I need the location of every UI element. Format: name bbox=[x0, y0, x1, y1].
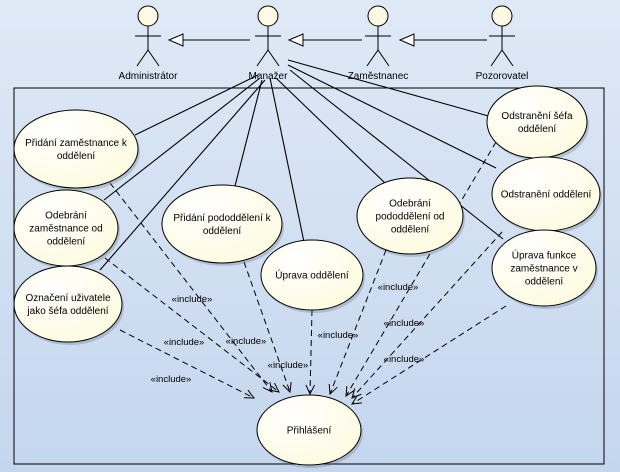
association-line bbox=[275, 77, 387, 185]
use-case-uc9[interactable]: Úprava funkce zaměstnance v oddělení bbox=[491, 229, 598, 309]
association-line bbox=[287, 64, 497, 169]
association-line bbox=[269, 77, 305, 243]
use-case-uc7[interactable]: Odstranění šéfa oddělení bbox=[486, 85, 589, 161]
use-case-uc3[interactable]: Označení uživatele jako šéfa oddělení bbox=[13, 265, 124, 345]
use-case-ellipse bbox=[13, 265, 123, 343]
use-case-uc8[interactable]: Odstranění oddělení bbox=[491, 156, 602, 234]
use-case-label: Odebrání bbox=[389, 199, 431, 210]
use-case-label: oddělení bbox=[203, 226, 242, 237]
actor-head bbox=[137, 5, 159, 27]
association-line bbox=[234, 79, 263, 187]
use-case-uc1[interactable]: Přidání zaměstnance k oddělení bbox=[13, 109, 140, 191]
include-arrowhead bbox=[305, 384, 316, 396]
use-case-label: oddělení bbox=[47, 237, 86, 248]
actor-employee[interactable]: Zaměstnanec bbox=[348, 5, 409, 82]
use-case-label: Označení uživatele bbox=[25, 293, 110, 304]
actor-head bbox=[257, 5, 279, 27]
use-case-ellipse bbox=[13, 109, 139, 189]
include-dependency-line bbox=[351, 305, 507, 405]
use-case-label: Přidání pododdělení k bbox=[173, 213, 271, 224]
use-case-label: oddělení bbox=[391, 225, 430, 236]
include-dependency-line bbox=[309, 309, 313, 395]
association-line bbox=[287, 59, 493, 118]
association-line bbox=[289, 69, 504, 240]
include-arrowhead bbox=[351, 388, 362, 399]
include-label: «include» bbox=[172, 294, 213, 305]
association-line bbox=[99, 79, 266, 271]
actor-observer[interactable]: Pozorovatel bbox=[476, 5, 529, 82]
actor-name: Zaměstnanec bbox=[348, 71, 409, 82]
use-case-ellipse bbox=[491, 229, 597, 307]
use-case-uc4[interactable]: Přidání pododdělení k oddělení bbox=[161, 184, 284, 266]
include-dependency-line bbox=[345, 141, 497, 397]
include-arrowhead bbox=[345, 385, 355, 397]
use-case-label: Odstranění oddělení bbox=[501, 190, 592, 201]
include-dependency-line bbox=[119, 329, 255, 399]
use-case-label: pododdělení od bbox=[376, 212, 445, 223]
include-arrowhead bbox=[351, 395, 362, 405]
actor-name: Administrátor bbox=[119, 71, 179, 82]
association-line bbox=[103, 77, 261, 201]
use-case-login[interactable]: Přihlášení bbox=[256, 394, 363, 468]
use-case-ellipse bbox=[486, 85, 588, 159]
use-case-label: Odebrání bbox=[45, 211, 87, 222]
actor-name: Pozorovatel bbox=[476, 71, 529, 82]
actor-legs bbox=[136, 49, 160, 67]
use-case-label: Úprava oddělení bbox=[275, 269, 349, 282]
use-case-uc5[interactable]: Úprava oddělení bbox=[260, 239, 365, 313]
include-arrowhead bbox=[243, 389, 256, 399]
include-dependency-line bbox=[109, 182, 273, 393]
use-case-ellipse bbox=[356, 177, 464, 255]
include-label: «include» bbox=[378, 282, 419, 293]
use-case-ellipse bbox=[256, 394, 362, 466]
generalization-arrowhead bbox=[398, 33, 415, 47]
use-case-label: oddělení bbox=[57, 151, 96, 162]
actor-head bbox=[367, 5, 389, 27]
association-line bbox=[134, 74, 259, 136]
actor-admin[interactable]: Administrátor bbox=[119, 5, 179, 82]
generalization-arrowhead bbox=[287, 33, 304, 47]
use-case-label: oddělení bbox=[518, 124, 557, 135]
actor-legs bbox=[256, 49, 280, 67]
include-arrowhead bbox=[262, 382, 273, 393]
actor-legs bbox=[490, 49, 514, 67]
use-case-label: Úprava funkce bbox=[512, 249, 577, 262]
use-case-uc6[interactable]: Odebrání pododdělení od oddělení bbox=[356, 177, 465, 257]
use-case-ellipse bbox=[260, 239, 364, 311]
use-case-label: Odstranění šéfa bbox=[501, 111, 573, 122]
use-case-label: zaměstnance od bbox=[29, 224, 102, 235]
use-case-label: jako šéfa oddělení bbox=[26, 306, 108, 317]
generalization-arrowhead bbox=[167, 33, 184, 47]
actor-legs bbox=[366, 49, 390, 67]
include-arrowhead bbox=[328, 383, 338, 396]
use-case-label: Přihlášení bbox=[287, 426, 332, 437]
actor-manager[interactable]: Manažer bbox=[249, 5, 289, 82]
include-dependency-line bbox=[104, 257, 280, 393]
include-label: «include» bbox=[318, 330, 359, 341]
actor-name: Manažer bbox=[249, 71, 289, 82]
include-label: «include» bbox=[164, 337, 205, 348]
use-case-ellipse bbox=[161, 184, 283, 264]
use-case-label: oddělení bbox=[525, 277, 564, 288]
include-label: «include» bbox=[384, 354, 425, 365]
use-case-label: Přidání zaměstnance k bbox=[25, 138, 128, 149]
include-label: «include» bbox=[268, 360, 309, 371]
include-dependency-line bbox=[351, 231, 503, 399]
include-label: «include» bbox=[384, 318, 425, 329]
include-label: «include» bbox=[151, 374, 192, 385]
include-arrowhead bbox=[269, 382, 280, 393]
use-case-label: zaměstnance v bbox=[510, 264, 577, 275]
include-label: «include» bbox=[226, 336, 267, 347]
actor-head bbox=[491, 5, 513, 27]
include-arrowhead bbox=[282, 382, 292, 394]
include-dependency-line bbox=[329, 249, 387, 395]
use-case-uc2[interactable]: Odebrání zaměstnance od oddělení bbox=[13, 189, 120, 269]
include-dependency-line bbox=[243, 261, 291, 393]
